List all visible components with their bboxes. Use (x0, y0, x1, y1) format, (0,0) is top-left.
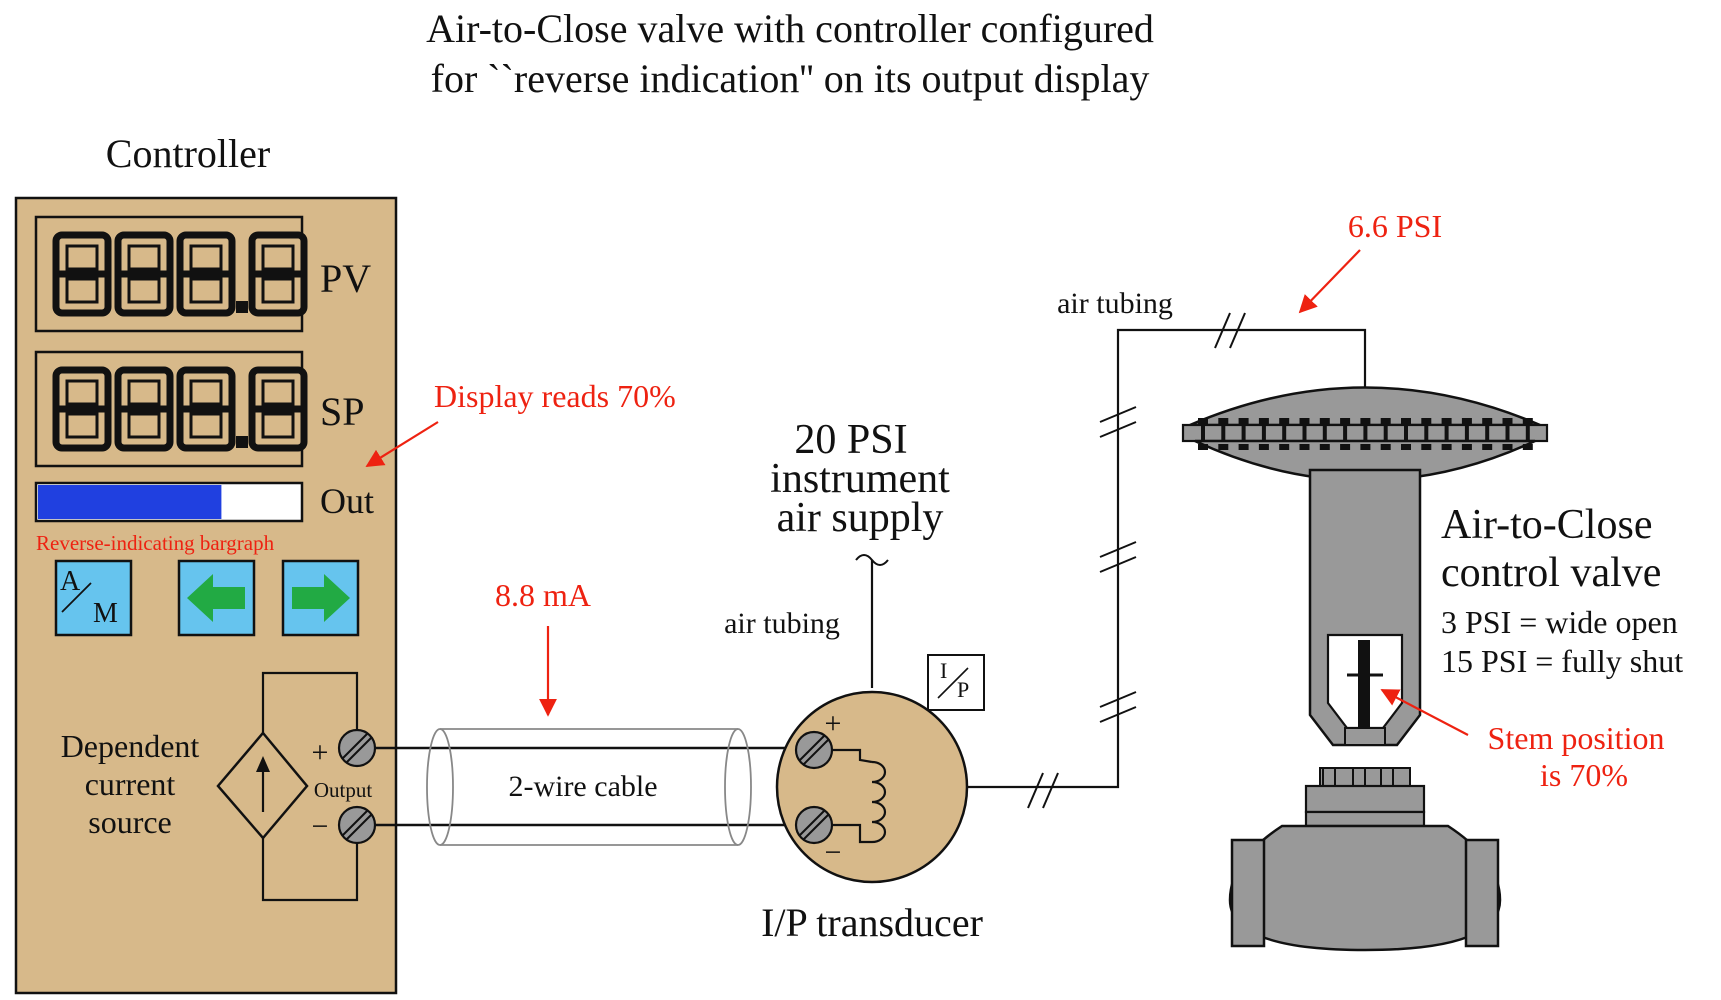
current-direction-arrow-icon (256, 756, 270, 772)
stem-annotation-arrow (1380, 689, 1469, 736)
tubing-label-right: air tubing (1057, 287, 1173, 320)
transducer-box-top: I (940, 658, 947, 683)
terminal-minus-label: − (312, 810, 329, 843)
diagram-title-line1: Air-to-Close valve with controller confi… (426, 6, 1154, 51)
source-label-line3: source (88, 804, 172, 840)
pressure-annotation-arrow (1298, 249, 1361, 314)
valve-note-line1: 3 PSI = wide open (1441, 604, 1678, 640)
tubing-label-left: air tubing (724, 607, 840, 640)
transducer-minus-label: − (825, 836, 842, 869)
source-label-line1: Dependent (61, 728, 200, 764)
two-wire-cable (375, 728, 810, 846)
control-valve (1181, 386, 1549, 952)
transducer-terminal-minus (794, 805, 834, 845)
bargraph-caption: Reverse-indicating bargraph (36, 531, 275, 555)
valve-title-line2: control valve (1441, 550, 1661, 596)
output-bargraph (34, 481, 304, 523)
output-air-tubing (968, 312, 1367, 809)
pressure-annotation: 6.6 PSI (1348, 208, 1442, 244)
valve-note-line2: 15 PSI = fully shut (1441, 643, 1683, 679)
sp-label: SP (320, 389, 365, 434)
controller-label: Controller (106, 131, 270, 176)
pv-label: PV (320, 256, 371, 301)
stem-annotation-line1: Stem position (1488, 720, 1665, 756)
sp-display (34, 350, 308, 468)
current-annotation: 8.8 mA (495, 577, 591, 613)
cable-label: 2-wire cable (508, 770, 657, 803)
bargraph-fill (38, 485, 222, 519)
output-terminal-plus (337, 728, 377, 768)
valve-title-line1: Air-to-Close (1441, 502, 1652, 548)
transducer-plus-label: + (825, 707, 842, 740)
air-supply-line3: air supply (777, 495, 944, 541)
auto-manual-top-letter: A (60, 566, 81, 597)
display-annotation: Display reads 70% (434, 378, 676, 414)
dependent-current-source-circuit (216, 671, 359, 902)
ip-transducer (775, 554, 985, 884)
decrease-button[interactable] (177, 559, 256, 637)
air-supply-line1: 20 PSI (794, 417, 907, 463)
out-label: Out (320, 481, 374, 521)
transducer-label: I/P transducer (761, 900, 983, 945)
right-arrow-icon (292, 574, 350, 622)
stem-annotation-line2: is 70% (1540, 757, 1628, 793)
left-arrow-icon (187, 574, 245, 622)
auto-manual-bottom-letter: M (93, 598, 118, 629)
increase-button[interactable] (281, 559, 360, 637)
output-label: Output (314, 778, 373, 802)
output-terminal-minus (337, 805, 377, 845)
pv-display (34, 215, 308, 333)
transducer-box-bottom: P (957, 677, 969, 702)
auto-manual-button[interactable]: A M (54, 559, 133, 637)
source-label-line2: current (85, 766, 176, 802)
terminal-plus-label: + (312, 736, 329, 769)
transducer-terminal-plus (794, 730, 834, 770)
diagram-title-line2: for ``reverse indication'' on its output… (431, 56, 1150, 101)
display-annotation-arrow (365, 421, 439, 467)
air-supply-line2: instrument (770, 456, 950, 502)
